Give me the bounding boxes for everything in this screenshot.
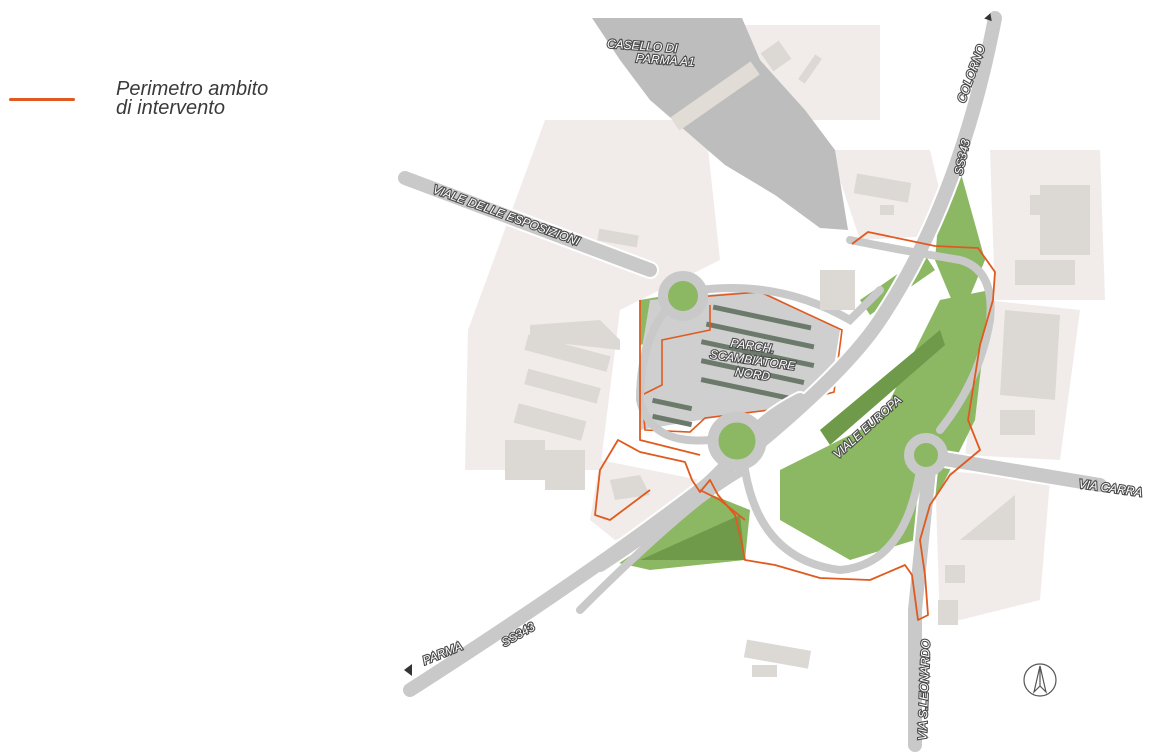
label-casello-1: CASELLO DI [607, 37, 679, 56]
roundabout-west [658, 271, 708, 321]
legend-perimeter-line [9, 98, 75, 101]
casello-building [670, 61, 760, 131]
casello-area [592, 18, 848, 230]
label-via-leonardo: VIA S.LEONARDO [915, 639, 933, 740]
road-viale-esposizioni [398, 171, 657, 277]
green-strip [820, 330, 945, 445]
north-arrow-icon [1023, 663, 1057, 697]
roundabouts [658, 271, 948, 477]
label-casello-2: PARMA A1 [635, 51, 695, 69]
road-via-leonardo [908, 453, 937, 752]
roundabout-center [707, 411, 767, 471]
lot-north [720, 25, 880, 120]
label-parch-3: NORD [734, 365, 771, 384]
parking-lot [640, 290, 843, 433]
label-via-carra: VIA CARRA [1078, 477, 1144, 500]
legend-label-line1: Perimetro ambito [116, 78, 269, 100]
road-ramp-north [846, 236, 995, 434]
legend-label-line2: di intervento [116, 97, 225, 119]
roundabout-east [904, 433, 948, 477]
lot-southeast [935, 470, 1050, 625]
parking-perimeter [641, 291, 843, 433]
triangle-arrow-icon [984, 13, 992, 22]
parking-rows [652, 304, 815, 428]
legend-perimeter-label: Perimetro ambito di intervento [116, 78, 336, 119]
green-triangle-dark [640, 515, 745, 560]
buildings [505, 40, 1090, 677]
road-via-carra [913, 448, 1107, 492]
road-ring-south [741, 466, 924, 575]
legend: Perimetro ambito di intervento [0, 78, 340, 138]
triangle-arrow-icon [404, 664, 412, 676]
roads [396, 9, 1109, 752]
perimeter-boundary [594, 231, 996, 621]
road-southwest-ramp [576, 466, 749, 614]
direction-arrows [404, 13, 992, 676]
road-parking-link [696, 284, 884, 325]
